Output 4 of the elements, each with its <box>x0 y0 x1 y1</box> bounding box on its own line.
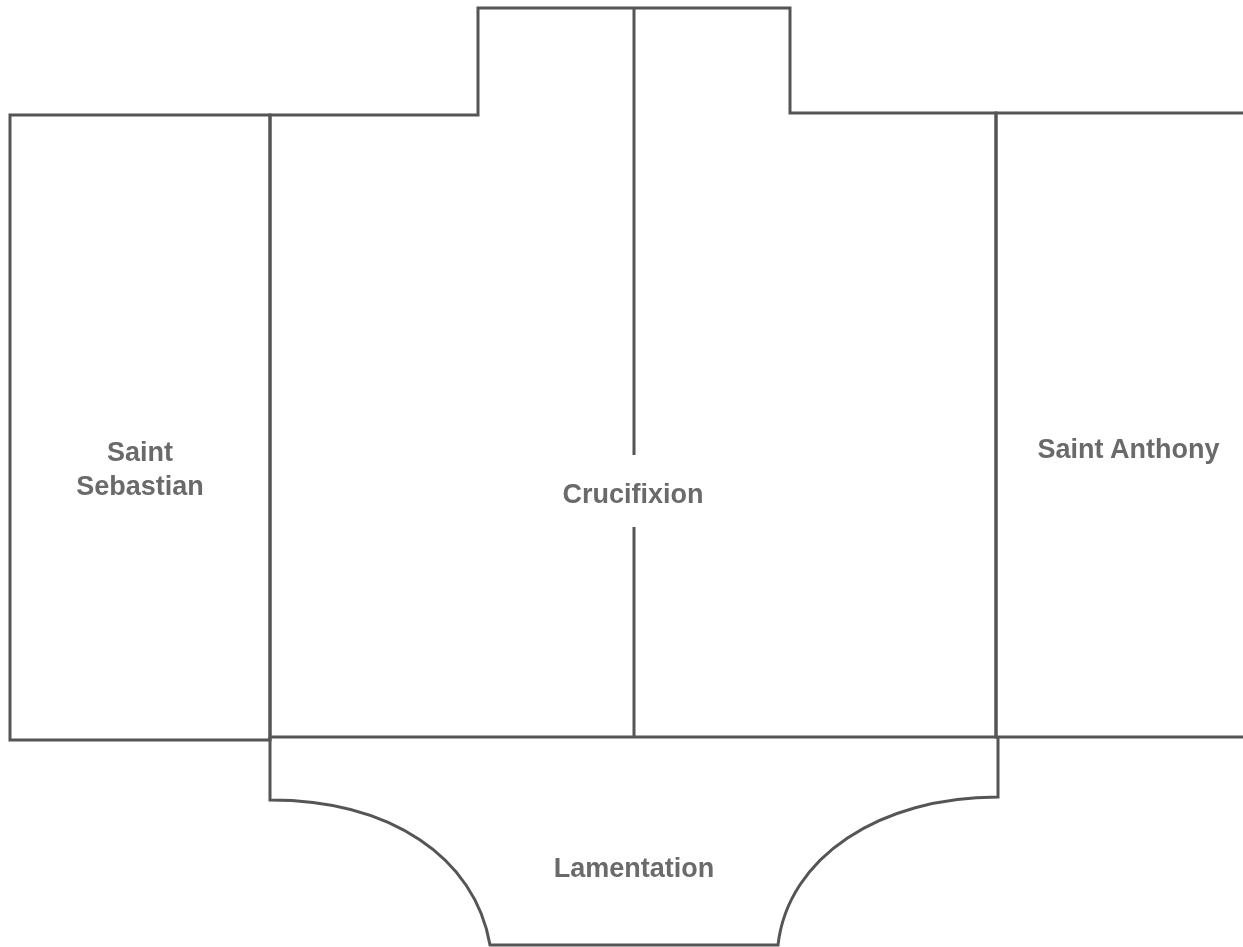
panel-title: Saint Sebastian <box>75 436 205 503</box>
panel-title: Saint Anthony <box>1036 433 1221 466</box>
panel-title: Lamentation <box>552 852 716 885</box>
panel-title: Crucifixion <box>561 478 705 511</box>
